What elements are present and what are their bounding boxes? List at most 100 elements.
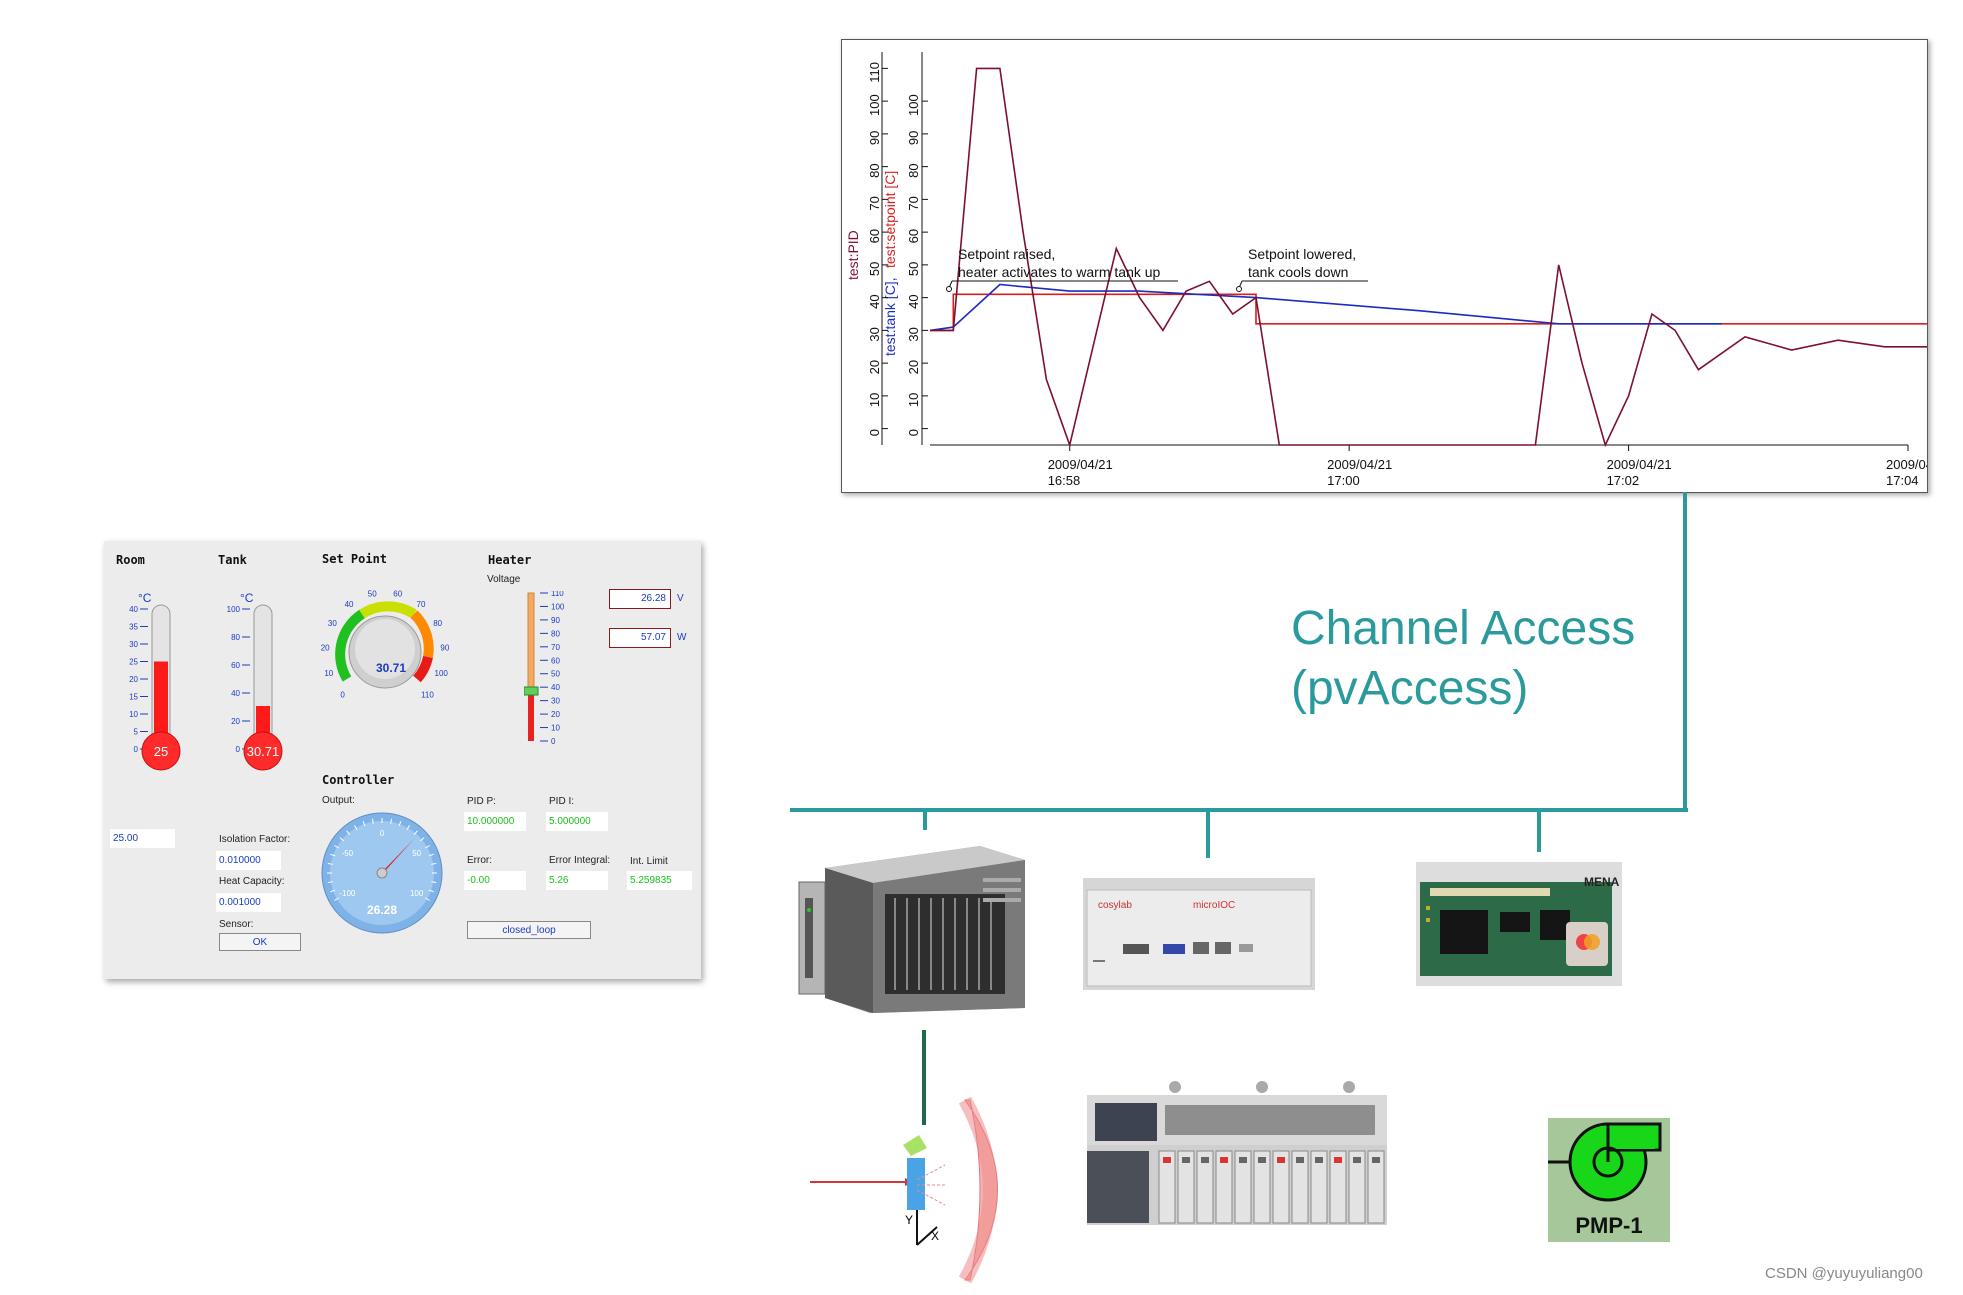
error-label: Error: xyxy=(467,855,492,866)
pid-i-input[interactable]: 5.000000 xyxy=(546,812,608,831)
watermark: CSDN @yuyuyuliang00 xyxy=(1765,1265,1923,1282)
setpoint-tick-label: 70 xyxy=(417,600,426,609)
plc-rack-image xyxy=(1087,1081,1387,1225)
scale-tick-label: 30 xyxy=(129,640,138,649)
cosylab-label: cosylab xyxy=(1098,900,1132,911)
int-limit-input[interactable]: 5.259835 xyxy=(627,871,692,890)
pid-p-label: PID P: xyxy=(467,796,496,807)
outer-y-tick-label: 30 xyxy=(867,327,882,341)
setpoint-tick-label: 50 xyxy=(368,589,377,598)
heat-capacity-input[interactable]: 0.001000 xyxy=(216,893,281,912)
inner-y-tick-label: 40 xyxy=(906,294,921,308)
pid-p-input[interactable]: 10.000000 xyxy=(464,812,526,831)
error-integral-label: Error Integral: xyxy=(549,855,611,866)
outer-y-tick-label: 60 xyxy=(867,229,882,243)
x-tick-time: 16:58 xyxy=(1048,473,1081,488)
microioc-label: microIOC xyxy=(1193,900,1235,911)
outer-y-tick-label: 10 xyxy=(867,393,882,407)
inner-y-tick-label: 30 xyxy=(906,327,921,341)
heater-slider-thumb[interactable] xyxy=(524,686,539,696)
axis-x-label: X xyxy=(931,1229,939,1243)
scale-tick-label: 0 xyxy=(134,745,139,754)
scale-tick-label: 20 xyxy=(231,717,240,726)
series-line xyxy=(930,67,1932,448)
protocol-label-line1: Channel Access xyxy=(1291,602,1636,655)
setpoint-tick-label: 100 xyxy=(435,669,449,678)
heater-tick-label: 50 xyxy=(551,670,560,679)
gauge-tick-label: -100 xyxy=(339,889,356,898)
plc-module xyxy=(1272,1150,1290,1224)
controller-header: Controller xyxy=(322,773,395,787)
heater-tick-label: 20 xyxy=(551,710,560,719)
plc-module xyxy=(1348,1150,1366,1224)
plc-modules xyxy=(1158,1150,1385,1224)
inner-y-tick-label: 80 xyxy=(906,163,921,177)
heater-tick-label: 90 xyxy=(551,616,560,625)
pid-i-label: PID I: xyxy=(549,796,575,807)
outer-y-tick-label: 110 xyxy=(867,62,882,83)
inner-y-tick-label: 10 xyxy=(906,393,921,407)
room-level-bar xyxy=(154,661,168,753)
setpoint-value: 30.71 xyxy=(376,661,406,675)
setpoint-tick-label: 30 xyxy=(328,619,337,628)
voltage-label: Voltage xyxy=(487,574,521,585)
heat-capacity-label: Heat Capacity: xyxy=(219,876,285,887)
gauge-tick-label: -50 xyxy=(342,849,354,858)
tank-unit: °C xyxy=(240,591,254,605)
vme-crate-image xyxy=(798,846,1025,1013)
pump-symbol: PMP-1 xyxy=(1548,1118,1670,1242)
scale-tick-label: 40 xyxy=(129,605,138,614)
outer-y-tick-label: 80 xyxy=(867,163,882,177)
inner-y-tick-label: 70 xyxy=(906,196,921,210)
setpoint-tick-label: 10 xyxy=(324,669,333,678)
voltage-unit: V xyxy=(677,593,684,604)
heater-tick-label: 0 xyxy=(551,737,556,746)
plc-module xyxy=(1215,1150,1233,1224)
power-readout: 57.07 xyxy=(609,628,671,648)
plc-module xyxy=(1291,1150,1309,1224)
setpoint-tick-label: 110 xyxy=(421,690,434,699)
closed-loop-button[interactable]: closed_loop xyxy=(467,921,591,939)
heater-tick-label: 70 xyxy=(551,643,560,652)
plc-module xyxy=(1253,1150,1271,1224)
strip-chart: test:PID test:tank [C], test:setpoint [C… xyxy=(841,39,1951,493)
heater-tick-label: 100 xyxy=(551,602,565,611)
scale-tick-label: 40 xyxy=(231,689,240,698)
scale-tick-label: 35 xyxy=(129,623,138,632)
plc-module xyxy=(1158,1150,1176,1224)
y-axis-label-pid: test:PID xyxy=(845,230,861,280)
mena-label: MENA xyxy=(1584,875,1620,889)
isolation-factor-input[interactable]: 0.010000 xyxy=(216,851,281,870)
scale-tick-label: 15 xyxy=(129,693,138,702)
y-axis-label-tank: test:tank [C], xyxy=(882,277,898,356)
tank-value: 30.71 xyxy=(247,744,280,759)
heater-header: Heater xyxy=(488,553,532,567)
setpoint-header: Set Point xyxy=(322,552,388,566)
x-tick-date: 2009/04/21 xyxy=(1607,457,1672,472)
plc-module xyxy=(1177,1150,1195,1224)
setpoint-tick-label: 40 xyxy=(345,600,354,609)
isolation-factor-label: Isolation Factor: xyxy=(219,834,291,845)
setpoint-tick-label: 20 xyxy=(321,644,330,653)
y-axis-label-setpoint: test:setpoint [C] xyxy=(882,171,898,268)
x-tick-time: 17:02 xyxy=(1607,473,1640,488)
setpoint-tick-label: 60 xyxy=(393,589,402,598)
ok-button[interactable]: OK xyxy=(219,933,301,951)
room-input[interactable]: 25.00 xyxy=(110,829,175,848)
gauge-tick-label: 100 xyxy=(410,889,424,898)
pump-label: PMP-1 xyxy=(1575,1213,1642,1238)
scale-tick-label: 10 xyxy=(129,710,138,719)
room-value: 25 xyxy=(154,744,168,759)
power-unit: W xyxy=(677,632,687,643)
x-tick-time: 17:04 xyxy=(1886,473,1919,488)
mena-board-image: MENA xyxy=(1416,862,1622,986)
error-readout: -0.00 xyxy=(464,871,526,890)
